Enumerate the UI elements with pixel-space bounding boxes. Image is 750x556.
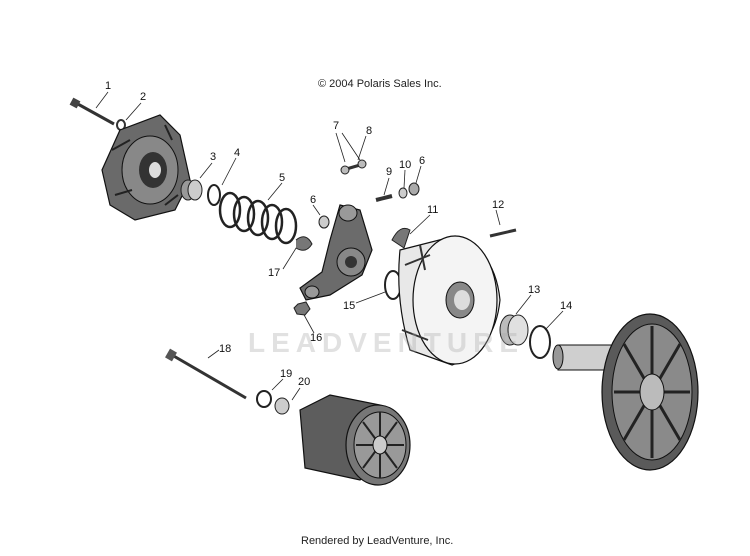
callout-6a: 6	[310, 194, 317, 206]
spider-arm	[299, 204, 373, 301]
callout-16: 16	[310, 332, 323, 344]
pin-part-12	[489, 228, 517, 238]
callout-10: 10	[399, 159, 412, 171]
cover-plate	[101, 114, 191, 221]
callout-6b: 6	[419, 155, 426, 167]
callout-7: 7	[333, 120, 340, 132]
callout-15: 15	[343, 300, 356, 312]
washer-part-19	[256, 390, 272, 408]
callout-8: 8	[366, 125, 373, 137]
nut-part-16	[293, 301, 311, 316]
callout-17: 17	[268, 267, 281, 279]
callout-5: 5	[279, 172, 286, 184]
callout-18: 18	[219, 343, 232, 355]
callout-1: 1	[105, 80, 112, 92]
watermark: LEADVENTURE	[248, 327, 525, 358]
callout-12: 12	[492, 199, 505, 211]
bushing-part-20	[274, 397, 290, 415]
copyright-text: © 2004 Polaris Sales Inc.	[318, 78, 442, 90]
callout-3: 3	[210, 151, 217, 163]
callout-4: 4	[234, 147, 241, 159]
clip-part-17	[295, 236, 313, 251]
bolt-part-18	[165, 348, 247, 400]
bushing-part-3	[180, 179, 203, 201]
fixed-sheave	[552, 313, 699, 471]
pins-part-9-10	[375, 182, 420, 202]
bushing-part-13	[499, 314, 529, 346]
weight-part-11	[391, 227, 411, 249]
ring-part-14	[529, 325, 551, 359]
footer-credit: Rendered by LeadVenture, Inc.	[301, 535, 454, 547]
leader-lines	[95, 91, 564, 401]
callout-9: 9	[386, 166, 393, 178]
callout-20: 20	[298, 376, 311, 388]
moveable-sheave	[398, 235, 501, 366]
clutch-assembly	[299, 394, 411, 486]
ring-part-4	[207, 184, 221, 206]
bolt-part-1	[69, 97, 115, 126]
callout-2: 2	[140, 91, 147, 103]
spring-part-5	[218, 191, 298, 245]
callout-13: 13	[528, 284, 541, 296]
pins-part-7-8	[340, 159, 367, 175]
callout-11: 11	[427, 204, 439, 216]
callout-19: 19	[280, 368, 293, 380]
sleeve-part-6a	[318, 215, 330, 229]
callout-14: 14	[560, 300, 573, 312]
